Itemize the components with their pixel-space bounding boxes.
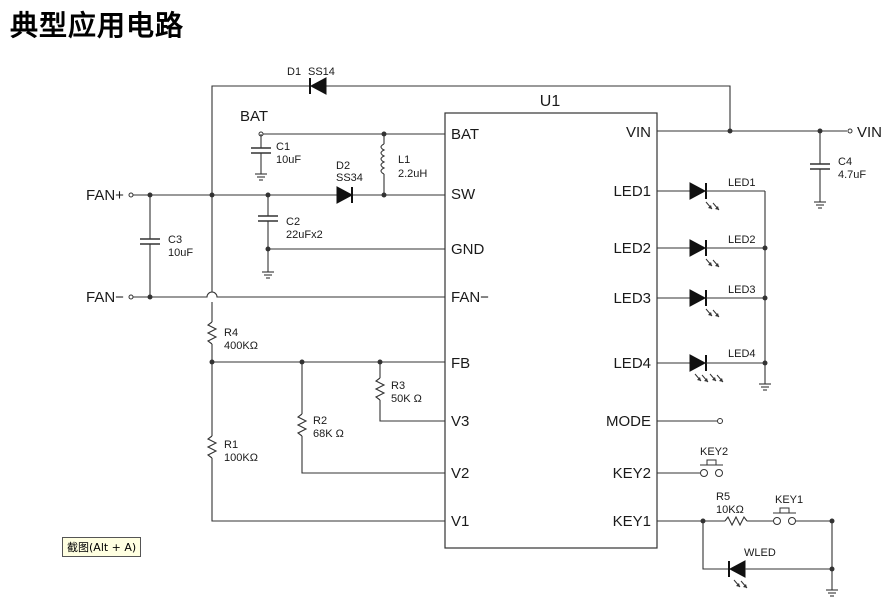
diode-d1 <box>309 77 327 95</box>
pin-led4: LED4 <box>613 355 651 372</box>
d2-value: SS34 <box>336 172 363 184</box>
r4-value: 400KΩ <box>224 340 258 352</box>
wire-d1-left <box>211 85 310 196</box>
fan-pos-terminal <box>128 192 134 198</box>
pin-bat: BAT <box>451 126 479 143</box>
switch-key2 <box>700 459 723 477</box>
c1-ref: C1 <box>276 141 290 153</box>
led3-ref: LED3 <box>728 284 756 296</box>
r1-ref: R1 <box>224 439 238 451</box>
r2-ref: R2 <box>313 415 327 427</box>
resistor-r3 <box>374 377 386 401</box>
gnd-key <box>825 581 839 597</box>
pin-v2: V2 <box>451 465 469 482</box>
capacitor-c4 <box>810 131 830 209</box>
wled-ref: WLED <box>744 547 776 559</box>
d1-value: SS14 <box>308 66 335 78</box>
key1-ref: KEY1 <box>775 494 803 506</box>
led2-ref: LED2 <box>728 234 756 246</box>
pin-mode: MODE <box>606 413 651 430</box>
c4-ref: C4 <box>838 156 852 168</box>
junction <box>762 360 768 366</box>
r5-ref: R5 <box>716 491 730 503</box>
resistor-r4 <box>206 321 218 345</box>
pin-v1: V1 <box>451 513 469 530</box>
wire-v3 <box>379 400 445 422</box>
wire-key1-gnd <box>795 520 833 582</box>
junction <box>829 518 835 524</box>
led-wled <box>728 560 748 589</box>
net-fan-pos-label: FAN+ <box>86 187 124 204</box>
l1-value: 2.2uH <box>398 168 427 180</box>
pin-sw: SW <box>451 186 476 203</box>
capacitor-c2 <box>258 195 278 279</box>
pin-key1: KEY1 <box>613 513 651 530</box>
led-led1 <box>657 182 765 211</box>
fan-neg-terminal <box>128 294 134 300</box>
wire-fan-neg <box>133 291 445 298</box>
ic-body <box>444 112 658 549</box>
wire-v2 <box>301 436 445 474</box>
c2-value: 22uFx2 <box>286 229 323 241</box>
junction <box>381 192 387 198</box>
c3-value: 10uF <box>168 247 193 259</box>
wire-wled-left <box>702 521 730 570</box>
l1-ref: L1 <box>398 154 410 166</box>
junction <box>147 294 153 300</box>
c4-value: 4.7uF <box>838 169 866 181</box>
key2-ref: KEY2 <box>700 446 728 458</box>
pin-led3: LED3 <box>613 290 651 307</box>
c3-ref: C3 <box>168 234 182 246</box>
vin-terminal <box>847 128 853 134</box>
net-vin-label: VIN <box>857 124 882 141</box>
capacitor-c3 <box>140 195 160 297</box>
net-fan-neg-label: FAN− <box>86 289 124 306</box>
r2-value: 68K Ω <box>313 428 344 440</box>
diode-d2 <box>336 186 354 204</box>
junction <box>762 295 768 301</box>
d2-ref: D2 <box>336 160 350 172</box>
junction <box>829 566 835 572</box>
mode-terminal <box>717 418 723 424</box>
r3-ref: R3 <box>391 380 405 392</box>
pin-fb: FB <box>451 355 470 372</box>
led-led2 <box>657 239 765 268</box>
pin-fan-neg: FAN− <box>451 289 489 306</box>
led1-ref: LED1 <box>728 177 756 189</box>
r4-ref: R4 <box>224 327 238 339</box>
c1-value: 10uF <box>276 154 301 166</box>
resistor-r5 <box>724 515 748 527</box>
r3-value: 50K Ω <box>391 393 422 405</box>
junction <box>762 245 768 251</box>
pin-gnd: GND <box>451 241 485 258</box>
pin-key2: KEY2 <box>613 465 651 482</box>
pin-vin: VIN <box>626 124 651 141</box>
pin-led1: LED1 <box>613 183 651 200</box>
wire-v1 <box>211 458 445 522</box>
page-title: 典型应用电路 <box>10 9 185 42</box>
led-led4 <box>657 354 765 383</box>
r1-value: 100KΩ <box>224 452 258 464</box>
junction <box>265 246 271 252</box>
ic-name: U1 <box>540 93 561 110</box>
resistor-r2 <box>296 413 308 437</box>
pin-v3: V3 <box>451 413 469 430</box>
junction <box>727 128 733 134</box>
c2-ref: C2 <box>286 216 300 228</box>
gnd-led <box>758 375 772 391</box>
capacitor-c1 <box>251 134 271 181</box>
r5-value: 10KΩ <box>716 504 744 516</box>
net-bat-label: BAT <box>240 108 268 125</box>
d1-ref: D1 <box>287 66 301 78</box>
inductor-l1 <box>380 134 386 194</box>
pin-led2: LED2 <box>613 240 651 257</box>
resistor-r1 <box>206 435 218 459</box>
led-led3 <box>657 289 765 318</box>
screenshot-tooltip: 截图(Alt + A) <box>62 537 142 557</box>
wire-d1-right <box>326 85 731 131</box>
switch-key1 <box>773 507 796 525</box>
led4-ref: LED4 <box>728 348 756 360</box>
